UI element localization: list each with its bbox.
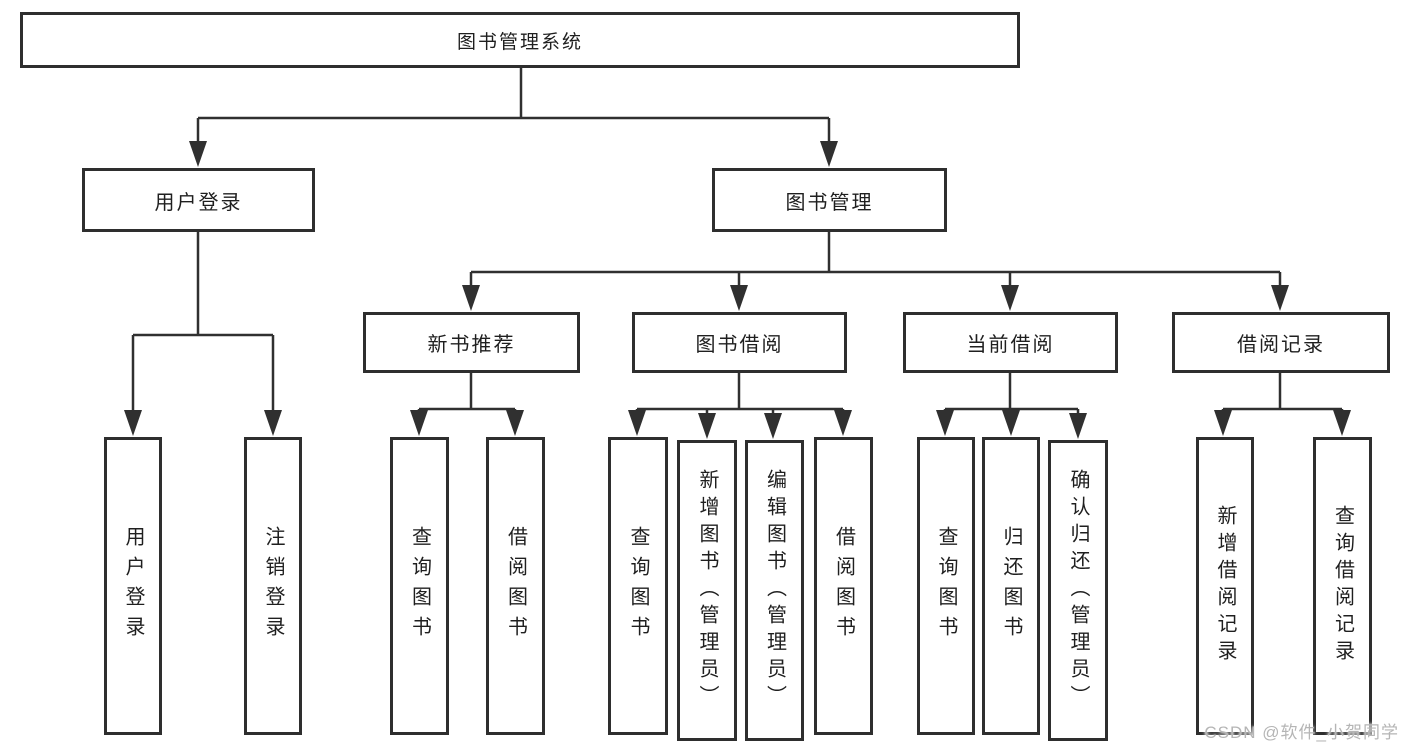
leaf-add-borrow-record: 新增借阅记录 (1196, 437, 1254, 735)
node-book-management: 图书管理 (712, 168, 947, 232)
watermark-text: CSDN @软件_小贺同学 (1204, 723, 1399, 742)
node-library-system: 图书管理系统 (20, 12, 1020, 68)
node-borrowing-records: 借阅记录 (1172, 312, 1390, 373)
leaf-confirm-return-admin: 确认归还（管理员） (1048, 440, 1108, 741)
arrowheads (124, 141, 1351, 439)
leaf-borrow-books-recommend: 借阅图书 (486, 437, 545, 735)
leaf-edit-book-admin: 编辑图书（管理员） (745, 440, 804, 741)
leaf-query-books-borrowing: 查询图书 (608, 437, 668, 735)
node-current-borrowing: 当前借阅 (903, 312, 1118, 373)
leaf-add-book-admin: 新增图书（管理员） (677, 440, 737, 741)
leaf-borrow-books-borrowing: 借阅图书 (814, 437, 873, 735)
leaf-query-books-current: 查询图书 (917, 437, 975, 735)
node-new-book-recommend: 新书推荐 (363, 312, 580, 373)
node-book-borrowing: 图书借阅 (632, 312, 847, 373)
leaf-query-borrow-record: 查询借阅记录 (1313, 437, 1372, 735)
node-user-login: 用户登录 (82, 168, 315, 232)
leaf-user-login: 用户登录 (104, 437, 162, 735)
leaf-logout: 注销登录 (244, 437, 302, 735)
leaf-return-book: 归还图书 (982, 437, 1040, 735)
leaf-query-books-recommend: 查询图书 (390, 437, 449, 735)
